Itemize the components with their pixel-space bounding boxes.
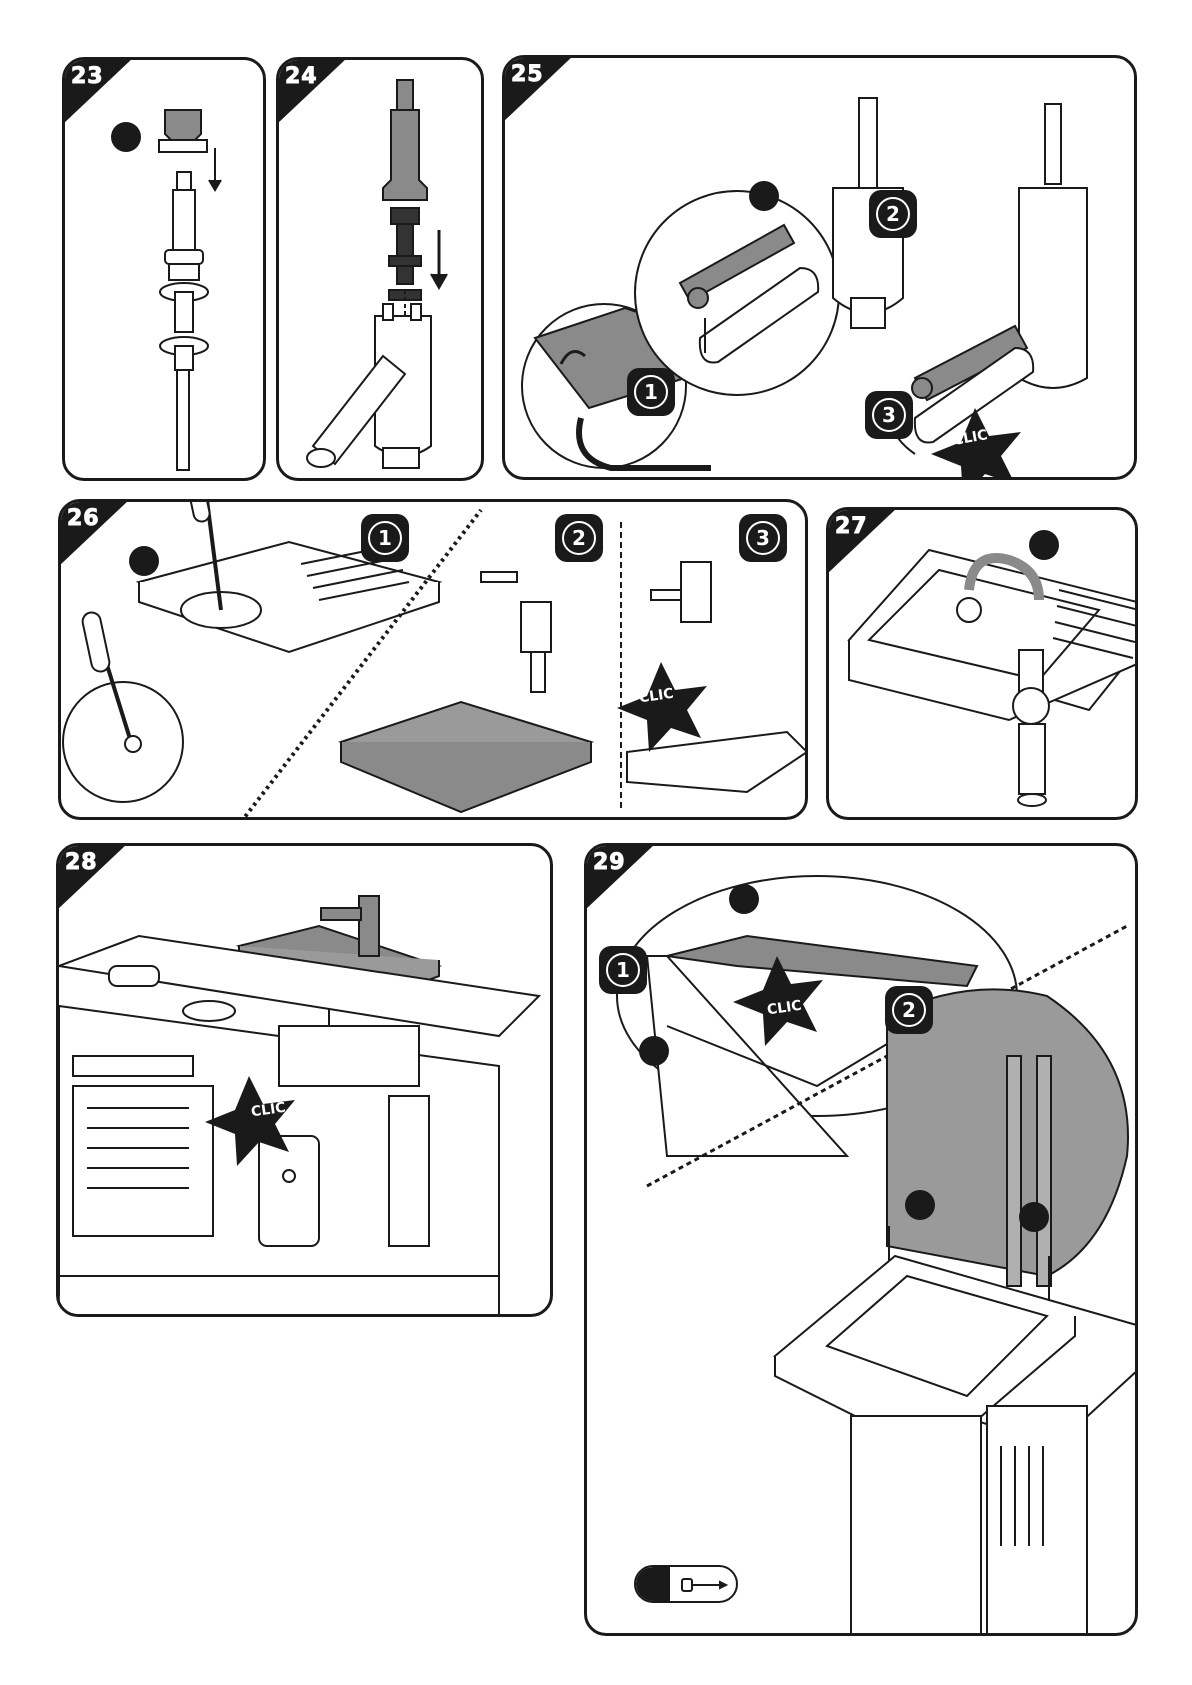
part-marker-dot bbox=[639, 1036, 669, 1066]
part-marker-dot bbox=[636, 1567, 670, 1601]
step-25-panel: 25 1 2 3 CLIC bbox=[502, 55, 1137, 480]
step-24-panel: 24 bbox=[276, 57, 484, 481]
part-marker-dot bbox=[749, 181, 779, 211]
sub-step-badge-3: 3 bbox=[865, 391, 913, 439]
part-marker-dot bbox=[1019, 1202, 1049, 1232]
faucet-cartridge-illustration bbox=[65, 60, 266, 481]
star-burst-icon bbox=[617, 662, 707, 752]
sink-install-illustration bbox=[61, 502, 808, 820]
kitchen-sink-placement-illustration bbox=[59, 846, 553, 1317]
sub-step-badge-1: 1 bbox=[627, 368, 675, 416]
sub-step-badge-3: 3 bbox=[739, 514, 787, 562]
step-28-panel: 28 CL bbox=[56, 843, 553, 1317]
sub-step-badge-2: 2 bbox=[885, 986, 933, 1034]
step-27-panel: 27 bbox=[826, 507, 1138, 820]
part-marker-dot bbox=[1029, 530, 1059, 560]
back-panel-assembly-illustration bbox=[587, 846, 1138, 1636]
part-marker-dot bbox=[729, 884, 759, 914]
faucet-insertion-illustration bbox=[279, 60, 484, 481]
lever-assembly-illustration bbox=[505, 58, 1137, 480]
screw-icon bbox=[680, 1577, 730, 1593]
screw-legend bbox=[634, 1565, 738, 1603]
step-26-panel: 26 bbox=[58, 499, 808, 820]
sub-step-badge-1: 1 bbox=[361, 514, 409, 562]
part-marker-dot bbox=[905, 1190, 935, 1220]
step-29-panel: 29 1 2 CLIC bbox=[584, 843, 1138, 1636]
step-23-panel: 23 bbox=[62, 57, 266, 481]
part-marker-dot bbox=[129, 546, 159, 576]
sub-step-badge-2: 2 bbox=[555, 514, 603, 562]
sink-unit-illustration bbox=[829, 510, 1138, 820]
sub-step-badge-2: 2 bbox=[869, 190, 917, 238]
sub-step-badge-1: 1 bbox=[599, 946, 647, 994]
